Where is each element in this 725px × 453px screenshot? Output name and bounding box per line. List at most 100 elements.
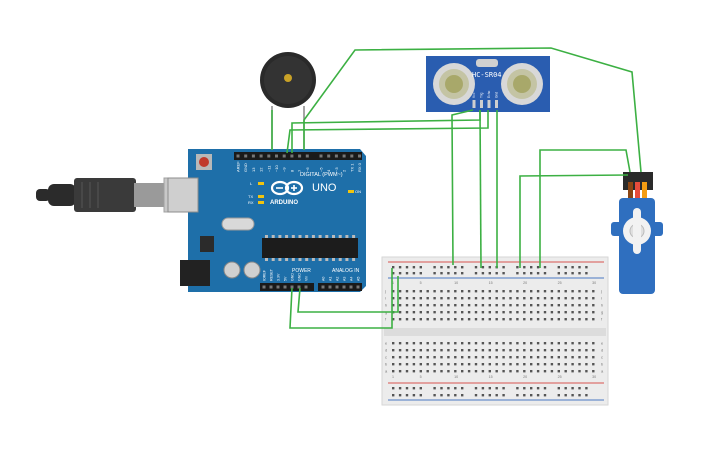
breadboard-hole[interactable] [398,342,402,345]
breadboard-hole[interactable] [405,356,409,359]
sensor-pin[interactable] [487,100,491,108]
breadboard-hole[interactable] [543,342,547,345]
breadboard-hole[interactable] [426,297,429,300]
breadboard-hole[interactable] [461,370,464,373]
breadboard-hole[interactable] [419,297,422,300]
breadboard-hole[interactable] [557,370,560,373]
analog-pin-hole[interactable] [349,285,353,289]
digital-pin-hole[interactable] [244,154,248,158]
breadboard-hole[interactable] [543,349,547,352]
breadboard-hole[interactable] [447,311,450,314]
rail-hole[interactable] [474,272,478,275]
breadboard-hole[interactable] [550,363,554,366]
digital-pin-hole[interactable] [259,154,263,158]
breadboard-hole[interactable] [405,363,409,366]
rail-hole[interactable] [502,272,505,275]
breadboard-hole[interactable] [571,363,574,366]
breadboard-hole[interactable] [530,304,533,307]
breadboard-hole[interactable] [488,363,491,366]
breadboard-hole[interactable] [481,363,485,366]
breadboard-hole[interactable] [557,363,560,366]
breadboard-hole[interactable] [585,356,588,359]
breadboard-hole[interactable] [571,311,574,314]
breadboard-hole[interactable] [467,304,471,307]
analog-pin-hole[interactable] [328,285,332,289]
breadboard-hole[interactable] [564,363,567,366]
rail-hole[interactable] [571,387,574,390]
rail-hole[interactable] [495,394,498,397]
breadboard-hole[interactable] [502,363,505,366]
breadboard-hole[interactable] [474,290,478,293]
breadboard-hole[interactable] [536,356,540,359]
breadboard-hole[interactable] [488,370,491,373]
breadboard-hole[interactable] [467,342,471,345]
power-pin-hole[interactable] [290,285,294,289]
sensor-pin[interactable] [480,100,483,108]
breadboard-hole[interactable] [412,290,416,293]
breadboard-hole[interactable] [550,304,554,307]
breadboard-hole[interactable] [516,363,519,366]
breadboard-hole[interactable] [571,290,574,293]
breadboard-hole[interactable] [509,311,512,314]
breadboard-hole[interactable] [461,349,464,352]
breadboard-hole[interactable] [523,297,526,300]
breadboard-hole[interactable] [530,363,533,366]
breadboard-hole[interactable] [578,290,581,293]
rail-hole[interactable] [523,266,526,269]
breadboard-hole[interactable] [440,311,443,314]
rail-hole[interactable] [481,272,485,275]
rail-hole[interactable] [543,266,547,269]
digital-pin-hole[interactable] [305,154,309,158]
breadboard-hole[interactable] [509,297,512,300]
breadboard-hole[interactable] [419,370,422,373]
breadboard-hole[interactable] [454,342,457,345]
breadboard-hole[interactable] [530,297,533,300]
rail-hole[interactable] [454,387,457,390]
breadboard-hole[interactable] [412,356,416,359]
digital-pin-hole[interactable] [342,154,346,158]
breadboard-hole[interactable] [461,318,464,321]
rail-hole[interactable] [474,266,478,269]
breadboard-hole[interactable] [578,370,581,373]
rail-hole[interactable] [454,272,457,275]
analog-pin-hole[interactable] [321,285,325,289]
breadboard-hole[interactable] [550,370,554,373]
breadboard-hole[interactable] [564,342,567,345]
breadboard-hole[interactable] [440,297,443,300]
breadboard-hole[interactable] [433,318,436,321]
breadboard-hole[interactable] [530,356,533,359]
breadboard-hole[interactable] [440,318,443,321]
breadboard-hole[interactable] [571,349,574,352]
breadboard-hole[interactable] [412,297,416,300]
breadboard-hole[interactable] [516,318,519,321]
rail-hole[interactable] [488,272,491,275]
breadboard-hole[interactable] [419,342,422,345]
breadboard-hole[interactable] [509,363,512,366]
breadboard-hole[interactable] [412,370,416,373]
breadboard-hole[interactable] [426,290,429,293]
breadboard-hole[interactable] [447,318,450,321]
digital-pin-hole[interactable] [267,154,271,158]
breadboard-hole[interactable] [585,311,588,314]
breadboard-hole[interactable] [392,370,395,373]
analog-pin-hole[interactable] [335,285,339,289]
breadboard-hole[interactable] [405,342,409,345]
rail-hole[interactable] [557,266,560,269]
breadboard-hole[interactable] [412,363,416,366]
rail-hole[interactable] [447,266,450,269]
rail-hole[interactable] [564,387,567,390]
breadboard-hole[interactable] [495,311,498,314]
rail-hole[interactable] [495,387,498,390]
breadboard-hole[interactable] [585,349,588,352]
breadboard-hole[interactable] [481,297,485,300]
rail-hole[interactable] [543,387,547,390]
rail-hole[interactable] [585,272,588,275]
breadboard-hole[interactable] [536,290,540,293]
breadboard-hole[interactable] [398,349,402,352]
breadboard-hole[interactable] [495,349,498,352]
breadboard-hole[interactable] [474,342,478,345]
breadboard-hole[interactable] [543,311,547,314]
breadboard-hole[interactable] [509,370,512,373]
breadboard-hole[interactable] [447,349,450,352]
breadboard-hole[interactable] [592,342,595,345]
